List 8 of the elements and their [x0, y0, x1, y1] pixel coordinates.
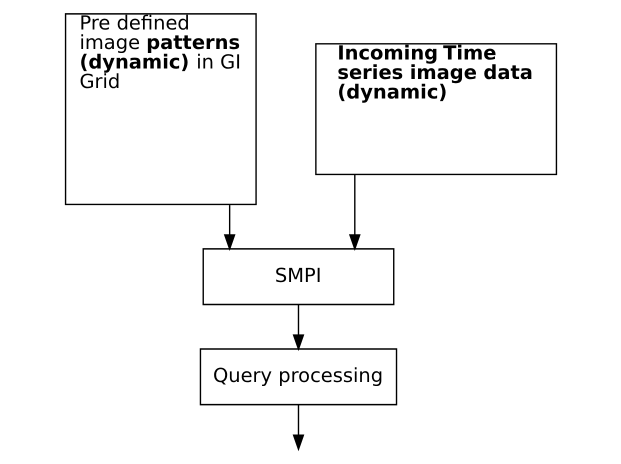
- node-box: Incoming Time series image data (dynamic): [314, 43, 557, 176]
- node-box: Query processing: [199, 348, 397, 406]
- node-box: SMPI: [202, 248, 394, 306]
- arrow: [223, 205, 235, 251]
- node-box: Pre defined image patterns (dynamic) in GI Grid: [64, 13, 256, 206]
- arrow: [292, 404, 304, 452]
- arrow: [292, 304, 304, 352]
- arrow: [348, 174, 360, 251]
